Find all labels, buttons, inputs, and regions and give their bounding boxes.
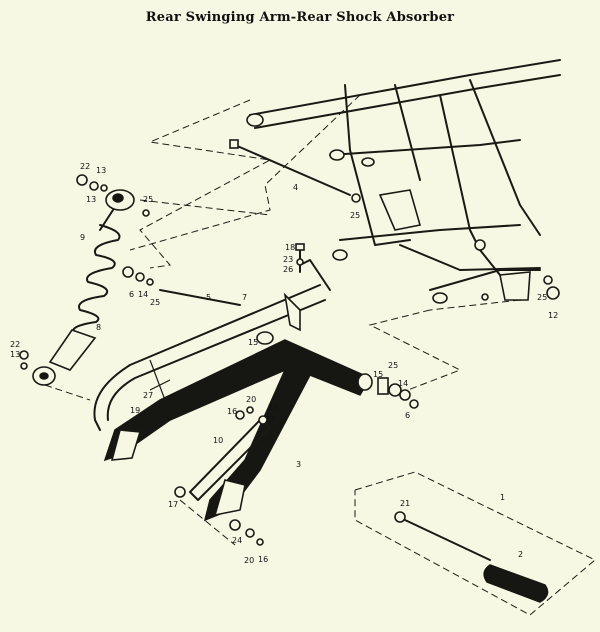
callout-20: 20 <box>244 556 254 565</box>
callout-15: 15 <box>373 370 383 379</box>
callout-25: 25 <box>537 293 547 302</box>
callout-18: 18 <box>285 243 295 252</box>
callout-13: 13 <box>10 350 20 359</box>
callout-22: 22 <box>10 340 20 349</box>
callout-1: 1 <box>500 493 505 502</box>
callout-22: 22 <box>80 162 90 171</box>
callout-9: 9 <box>80 233 85 242</box>
callout-14: 14 <box>138 290 148 299</box>
callout-20: 20 <box>246 395 256 404</box>
rear-axle-1 <box>394 511 549 603</box>
chain-guard-7 <box>93 259 331 431</box>
assembly-guide-lines <box>44 94 596 616</box>
callout-27: 27 <box>265 415 275 424</box>
callout-7: 7 <box>242 293 247 302</box>
callout-10: 10 <box>213 436 223 445</box>
callout-5: 5 <box>206 293 211 302</box>
callout-6: 6 <box>129 290 134 299</box>
callout-6: 6 <box>405 411 410 420</box>
callout-17: 17 <box>168 500 178 509</box>
callout-24: 24 <box>232 536 242 545</box>
callout-25: 25 <box>150 298 160 307</box>
callout-13: 13 <box>96 166 106 175</box>
pivot-bolt-4 <box>229 139 361 203</box>
callout-26: 26 <box>283 265 293 274</box>
callout-25: 25 <box>143 195 153 204</box>
callout-21: 21 <box>400 499 410 508</box>
diagram-title: Rear Swinging Arm-Rear Shock Absorber <box>145 10 455 25</box>
callout-16: 16 <box>227 407 237 416</box>
callout-27: 27 <box>143 391 153 400</box>
callout-25: 25 <box>350 211 360 220</box>
rear-frame <box>246 59 561 304</box>
rear-shock-absorber <box>19 174 150 386</box>
callout-4: 4 <box>293 183 298 192</box>
bracket-bolt-18 <box>295 243 305 273</box>
callout-23: 23 <box>283 255 293 264</box>
swinging-arm-3 <box>103 331 373 522</box>
callout-14: 14 <box>398 379 408 388</box>
callout-16: 16 <box>258 555 268 564</box>
callout-19: 19 <box>130 406 140 415</box>
callout-15: 15 <box>248 338 258 347</box>
callout-8: 8 <box>96 323 101 332</box>
swing-arm-axle-5 <box>122 266 241 306</box>
shock-nut-12 <box>543 275 560 300</box>
callout-13: 13 <box>86 195 96 204</box>
pivot-bushings-right <box>377 377 419 409</box>
part-callouts: 22 13 13 25 9 4 25 18 23 26 6 14 25 5 7 … <box>10 162 558 565</box>
callout-2: 2 <box>518 550 523 559</box>
callout-12: 12 <box>548 311 558 320</box>
torque-link-10 <box>174 406 271 546</box>
callout-25: 25 <box>388 361 398 370</box>
callout-17: 17 <box>268 403 278 412</box>
callout-3: 3 <box>296 460 301 469</box>
